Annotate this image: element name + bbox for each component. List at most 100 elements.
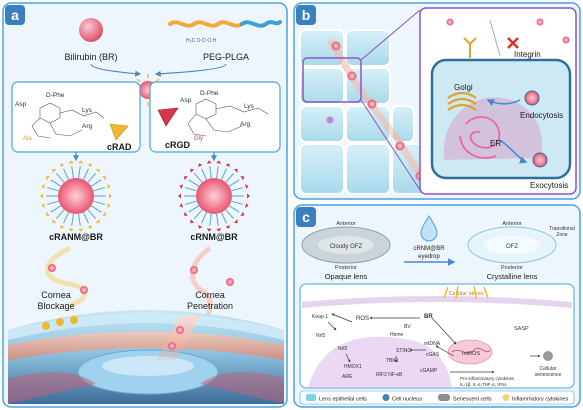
zoom-line-bottom <box>360 99 421 191</box>
endosome-icon <box>524 90 540 106</box>
blocked-cross-icon <box>507 37 519 49</box>
cell-membrane <box>430 58 572 180</box>
panel-a: a Bilirubin (BR) H₃C O O O H PEG-PLGA <box>2 2 288 408</box>
crgd-label: cRGD <box>165 140 191 150</box>
pathway-arrows <box>327 313 495 374</box>
mol-heme: Heme <box>390 332 404 338</box>
mol-cgas: cGAS <box>426 352 440 358</box>
eyedrop-label-line1: cRNM@BR <box>413 246 445 252</box>
legend-label-0: Lens epithelial cells <box>319 397 367 403</box>
mol-irf3: IRF3 NF-κB <box>376 372 403 378</box>
crnm-nanoparticle-icon <box>178 160 250 232</box>
peg-plga-chain-icon: H₃C O O O H <box>168 20 282 44</box>
panel-a-letter: a <box>11 7 19 23</box>
endocytosis-label: Endocytosis <box>520 111 563 120</box>
crad-ala: Ala <box>23 136 32 142</box>
mol-mtdna: mtDNA <box>424 341 441 347</box>
cloudy-ofz-label: Cloudy OFZ <box>330 244 363 250</box>
crad-label: cRAD <box>107 142 132 152</box>
legend-label-2: Senescent cells <box>453 397 492 403</box>
mol-nrf2-nuclear: Nrf2 <box>338 346 348 352</box>
mol-nrf2: Nrf2 <box>316 333 326 339</box>
cranm-nanoparticle-icon <box>40 160 112 232</box>
integrin-pointer <box>489 19 501 57</box>
sasp-label: SASP <box>514 326 529 332</box>
stress-arrows <box>443 285 489 299</box>
peg-plga-label: PEG-PLGA <box>203 52 249 62</box>
mol-mtros: mtROS <box>462 351 480 357</box>
mol-ros: ROS <box>356 316 369 322</box>
integrin-receptor-icon <box>463 37 477 58</box>
mol-are: ARE <box>342 374 353 380</box>
legend-swatch-0 <box>306 394 316 401</box>
er-body <box>443 97 543 160</box>
exocytosis-label: Exocytosis <box>530 181 568 190</box>
er-label: ER <box>490 139 501 148</box>
crgd-gly: Gly <box>194 136 203 142</box>
cytokines-label-line2: IL-1β, IL-6,TNF-α, IFNs <box>460 382 507 387</box>
senescence-label-line1: Cellular <box>540 366 557 372</box>
transitional-zone-line2: Zone <box>556 232 568 238</box>
integrin-label: Integrin <box>514 50 541 59</box>
ofz-label: OFZ <box>506 244 518 250</box>
transitional-zone-line1: Transitional <box>549 226 575 232</box>
penetration-trail <box>190 245 213 321</box>
crad-asp: Asp <box>15 101 27 108</box>
endo-to-golgi-arrow <box>486 99 521 107</box>
legend-swatch-1 <box>382 394 390 401</box>
panel-b-badge <box>296 5 316 25</box>
crad-dphe: D-Phe <box>46 92 65 99</box>
mol-tbk1: TBK1 <box>386 358 399 364</box>
er-icon <box>459 116 501 159</box>
nucleus-region <box>308 336 452 388</box>
crad-lys: Lys <box>82 107 93 114</box>
opaque-anterior: Anterior <box>336 221 355 227</box>
opaque-posterior: Posterior <box>335 265 357 271</box>
cellular-stress-label: Cellular stress <box>449 291 484 297</box>
bilirubin-label: Bilirubin (BR) <box>64 52 117 62</box>
panel-a-badge <box>5 5 25 25</box>
golgi-label: Golgi <box>454 83 473 92</box>
blockage-trail <box>45 245 87 308</box>
mol-hmox1: HMOX1 <box>344 364 362 370</box>
blockage-label-line2: Blockage <box>37 301 74 311</box>
crad-peptide-icon <box>109 123 129 141</box>
mol-sting: STING <box>396 348 411 354</box>
crystalline-posterior: Posterior <box>501 265 523 271</box>
legend-swatch-2 <box>438 394 450 401</box>
crgd-peptide-icon <box>157 107 179 127</box>
panel-b: b <box>293 2 581 200</box>
cell-membrane-band <box>302 296 572 308</box>
eyedrop-label-line2: eyedrop <box>418 254 440 260</box>
er-to-exo-arrow <box>499 139 528 164</box>
crgd-arg: Arg <box>240 121 251 128</box>
penetration-label-line2: Penetration <box>187 301 233 311</box>
bilirubin-sphere <box>79 18 103 42</box>
legend-label-1: Cell nucleus <box>392 397 422 403</box>
golgi-icon <box>447 91 477 111</box>
mitochondrion-icon <box>447 339 493 365</box>
legend: Lens epithelial cells Cell nucleus Senes… <box>299 390 575 405</box>
crgd-structure-sketch-icon <box>187 98 269 137</box>
particle-path <box>326 38 433 192</box>
eyedrop-icon <box>420 215 438 242</box>
merge-arrow-right <box>154 63 227 77</box>
panel-c: c Anterior Cloudy OFZ Posterior Opaque l… <box>293 204 581 408</box>
legend-swatch-3 <box>502 394 510 401</box>
panel-b-letter: b <box>302 7 311 23</box>
panel-c-letter: c <box>302 209 310 225</box>
mol-cgamp: cGAMP <box>420 368 438 374</box>
zoom-line-top <box>360 9 421 61</box>
mol-keap1: Keap-1 <box>312 314 328 320</box>
opaque-lens-label: Opaque lens <box>325 272 368 281</box>
eye-cross-section-icon <box>8 310 284 404</box>
crad-arg: Arg <box>82 123 93 130</box>
crgd-lys: Lys <box>244 103 255 110</box>
senescence-label-line2: senescence <box>535 372 562 378</box>
mol-br: BR <box>424 314 433 320</box>
crad-structure-sketch-icon <box>31 102 105 139</box>
svg-text:H₃C O O O H: H₃C O O O H <box>186 38 216 44</box>
exosome-icon <box>532 152 548 168</box>
crgd-structure-box <box>149 81 281 153</box>
